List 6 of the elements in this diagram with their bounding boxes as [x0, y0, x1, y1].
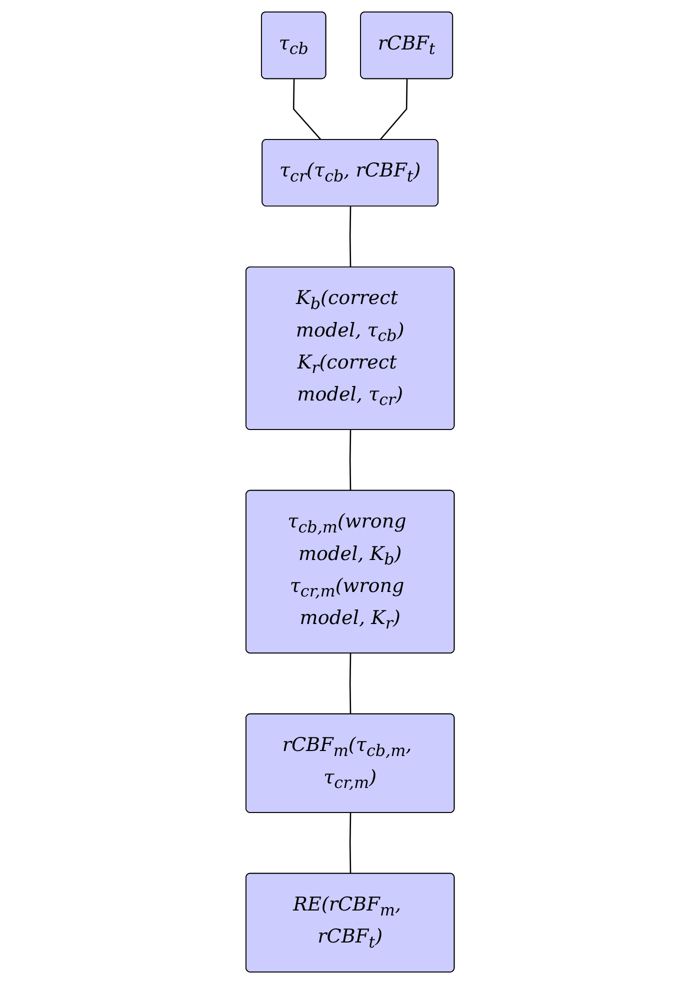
connector: [349, 206, 352, 268]
connector: [349, 654, 352, 714]
connector: [292, 79, 322, 140]
connector: [349, 430, 352, 491]
connector: [349, 812, 352, 874]
connector: [380, 79, 408, 140]
